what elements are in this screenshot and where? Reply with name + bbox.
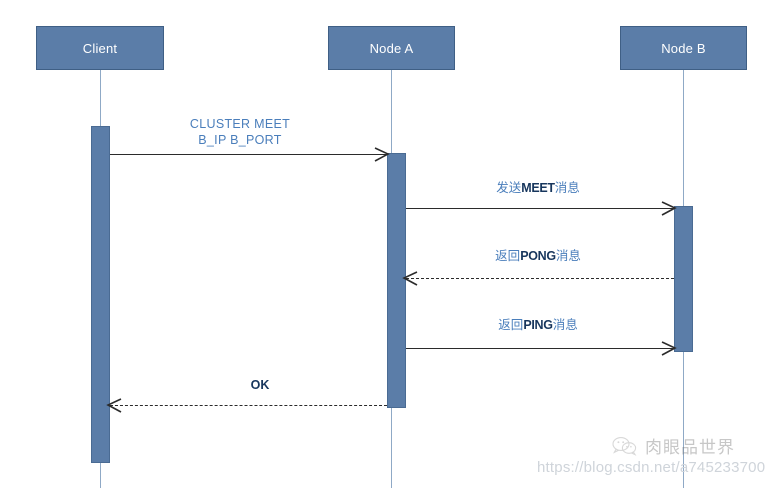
- message-label-return-ping-latin: PING: [523, 318, 553, 332]
- activation-bar-client: [91, 126, 110, 463]
- message-label-ok: OK: [210, 377, 310, 393]
- participant-label-client: Client: [82, 40, 118, 56]
- message-arrowhead-cluster-meet: [373, 147, 390, 162]
- message-label-return-ping: 返回PING消息: [438, 317, 638, 333]
- watermark: 肉眼品世界: [612, 433, 735, 458]
- message-label-send-meet-suffix: 消息: [554, 181, 580, 195]
- message-label-send-meet: 发送MEET消息: [438, 180, 638, 196]
- message-arrowhead-return-ping: [660, 341, 677, 356]
- participant-label-node-b: Node B: [661, 40, 706, 56]
- message-label-return-ping-prefix: 返回: [498, 318, 524, 332]
- message-arrowhead-send-meet: [660, 201, 677, 216]
- message-label-send-meet-latin: MEET: [521, 181, 555, 195]
- watermark-url: https://blog.csdn.net/a745233700: [537, 459, 766, 476]
- participant-box-node-b[interactable]: Node B: [620, 26, 747, 70]
- participant-label-node-a: Node A: [369, 40, 414, 56]
- watermark-account-name: 肉眼品世界: [645, 438, 735, 457]
- message-line-ok: [110, 405, 387, 406]
- message-line-return-ping: [406, 348, 674, 349]
- activation-bar-node-b: [674, 206, 693, 352]
- message-label-return-pong-prefix: 返回: [495, 249, 521, 263]
- participant-box-client[interactable]: Client: [36, 26, 164, 70]
- message-arrowhead-return-pong: [402, 271, 418, 286]
- message-line-return-pong: [406, 278, 674, 279]
- message-label-return-pong-latin: PONG: [520, 249, 556, 263]
- participant-box-node-a[interactable]: Node A: [328, 26, 455, 70]
- message-label-return-pong: 返回PONG消息: [438, 248, 638, 264]
- message-label-send-meet-prefix: 发送: [496, 181, 522, 195]
- message-label-ok-text: OK: [250, 378, 270, 392]
- message-line-cluster-meet: [110, 154, 387, 155]
- message-label-return-pong-suffix: 消息: [555, 249, 581, 263]
- message-label-cluster-meet-line1: CLUSTER MEET: [189, 117, 291, 131]
- message-label-cluster-meet: CLUSTER MEET B_IP B_PORT: [150, 116, 330, 148]
- wechat-icon: [612, 436, 638, 456]
- message-label-return-ping-suffix: 消息: [552, 318, 578, 332]
- activation-bar-node-a: [387, 153, 406, 408]
- message-arrowhead-ok: [106, 398, 122, 413]
- message-label-cluster-meet-line2: B_IP B_PORT: [198, 133, 282, 147]
- message-line-send-meet: [406, 208, 674, 209]
